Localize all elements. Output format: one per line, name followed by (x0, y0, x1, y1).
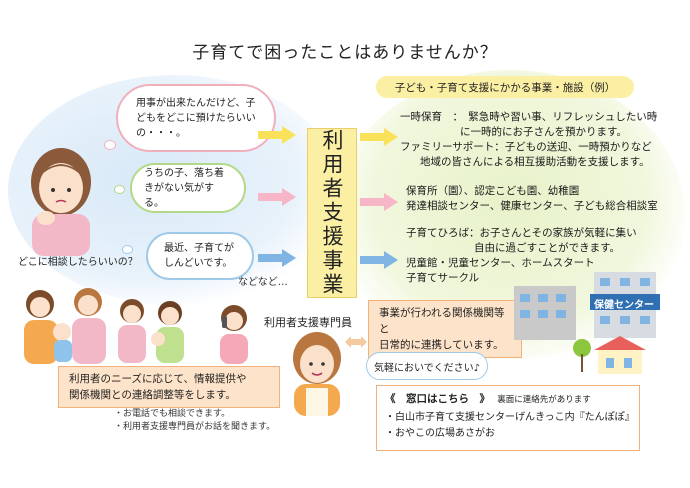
etc-label: などなど… (238, 277, 288, 288)
center-service-label: 利用者支援事業 (307, 128, 357, 298)
welcome-text: 気軽においでください♪ (373, 362, 481, 374)
welcome-bubble: 気軽においでください♪ (366, 352, 488, 380)
arrow-right-icon (258, 249, 296, 267)
service-line: 地域の皆さんによる相互援助活動を支援します。 (420, 156, 650, 168)
service-line: 児童館・児童センター、ホームスタート (406, 257, 595, 269)
thought-dot (122, 245, 133, 254)
thought-cloud-3: 最近、子育てがしんどいです。 (146, 232, 254, 280)
thought-dot (104, 140, 116, 150)
services-header: 子ども・子育て支援にかかる事業・施設（例） (376, 76, 634, 98)
arrow-right-icon (360, 128, 398, 146)
thought-text-3: 最近、子育てがしんどいです。 (164, 243, 234, 269)
thought-text-2: うちの子、落ち着きがない気がする。 (144, 167, 224, 209)
service-line: 自由に過ごすことができます。 (474, 242, 621, 254)
nursery-building-illustration (573, 336, 646, 374)
note-line: ・お電話でも相談できます。 (114, 409, 231, 419)
service-line: に一時的にお子さんを預かります。 (460, 126, 627, 138)
service-line: ファミリーサポート：子どもの送迎、一時預かりなど (400, 141, 652, 153)
service-line: 一時保育 ： 緊急時や習い事、リフレッシュしたい時 (400, 111, 658, 123)
thought-text-1: 用事が出来たんだけど、子どもをどこに預けたらいいの・・・。 (136, 97, 256, 139)
family-illustration (118, 299, 184, 363)
contact-box: 《 窓口はこちら 》 裏面に連絡先があります ・白山市子育て支援センターげんきっ… (376, 385, 640, 451)
health-center-building (590, 272, 660, 338)
page-title: 子育てで困ったことはありませんか？ (192, 43, 498, 63)
liaison-text-line: 日常的に連携しています。 (379, 339, 504, 351)
family-illustration (24, 288, 106, 364)
needs-box: 利用者のニーズに応じて、情報提供や 関係機関との連絡調整等をします。 (58, 366, 280, 408)
thought-cloud-2: うちの子、落ち着きがない気がする。 (130, 163, 246, 213)
phone-user-illustration (220, 305, 248, 364)
specialist-label: 利用者支援専門員 (264, 316, 352, 329)
contact-heading: 《 窓口はこちら 》 (385, 393, 490, 405)
arrow-right-icon (360, 251, 398, 269)
worried-mother-illustration (31, 148, 91, 256)
service-line: 子育てひろば：お子さんとその家族が気軽に集い (406, 227, 637, 239)
note-line: ・利用者支援専門員がお話を聞きます。 (114, 422, 276, 432)
contact-heading-note: 裏面に連絡先があります (497, 395, 591, 405)
needs-text-line: 関係機関との連絡調整等をします。 (69, 389, 236, 401)
thought-dot (114, 185, 125, 194)
mother-caption: どこに相談したらいいの？ (18, 257, 138, 268)
service-line: 発達相談センター、健康センター、子ども総合相談室 (406, 200, 658, 212)
building-illustration (514, 286, 576, 340)
contact-item: ・白山市子育て支援センターげんきっこ内『たんぽぽ』 (385, 412, 635, 423)
arrow-right-icon (258, 188, 296, 206)
two-way-arrow-icon (345, 336, 367, 348)
health-center-sign: 保健センター (594, 300, 654, 311)
liaison-text-line: 事業が行われる関係機関等と (379, 307, 505, 335)
thought-cloud-1: 用事が出来たんだけど、子どもをどこに預けたらいいの・・・。 (116, 84, 276, 152)
liaison-box: 事業が行われる関係機関等と 日常的に連携しています。 (368, 300, 522, 358)
arrow-right-icon (360, 193, 398, 211)
service-line: 子育てサークル (406, 272, 480, 284)
arrow-right-icon (258, 126, 296, 144)
contact-item: ・おやこの広場あさがお (385, 428, 495, 439)
needs-text-line: 利用者のニーズに応じて、情報提供や (69, 373, 247, 385)
service-line: 保育所（園）、認定こども園、幼稚園 (406, 185, 580, 197)
specialist-illustration (293, 332, 341, 416)
